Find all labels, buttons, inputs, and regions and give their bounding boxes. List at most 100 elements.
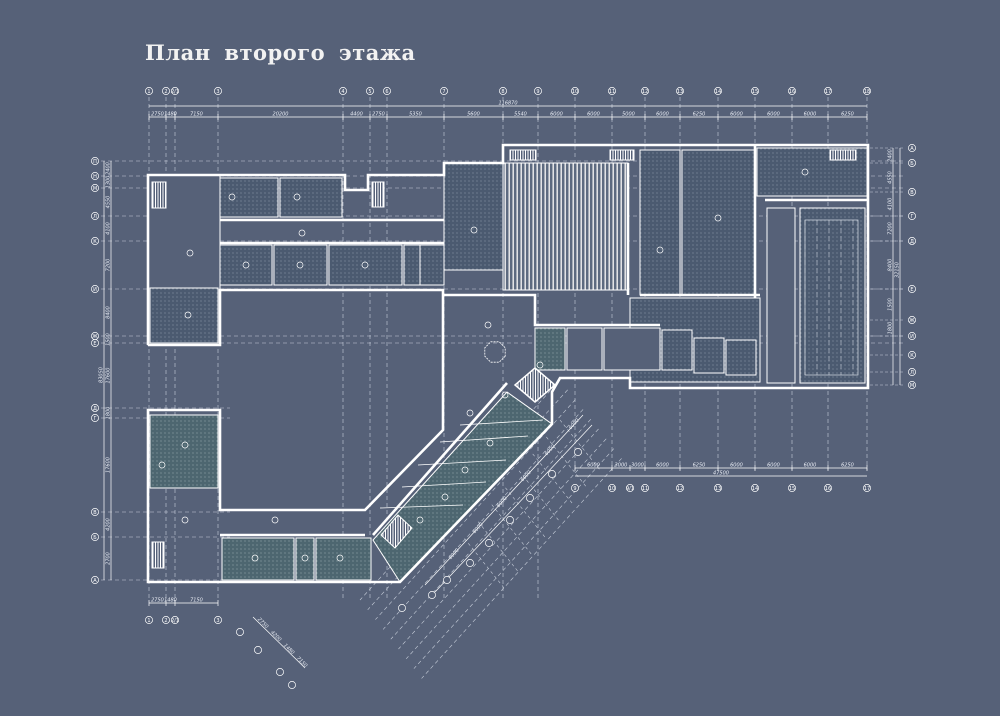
- room-number-marker: [441, 493, 449, 501]
- room: [273, 244, 328, 286]
- axis-label: 10: [609, 486, 615, 492]
- axis-label: И: [910, 334, 914, 340]
- left-dimension-label: 7200: [106, 259, 112, 272]
- room-number-marker: [271, 516, 279, 524]
- room-number-marker: [501, 391, 509, 399]
- room: [829, 149, 857, 161]
- right-total-label: 32150: [895, 262, 901, 278]
- axis-label: 13: [715, 486, 721, 492]
- axis-bubble: [145, 87, 153, 95]
- axis-bubble: [908, 159, 916, 167]
- left-dimension-label: 4100: [106, 222, 112, 235]
- diagonal-inner-wall: [372, 382, 508, 536]
- bottom-right-dimension-label: 6250: [841, 463, 854, 469]
- left-dimension-label: 2400: [106, 162, 112, 175]
- axis-bubble: [171, 616, 179, 624]
- room: [725, 339, 757, 376]
- room-number-marker: [184, 311, 192, 319]
- room: [609, 149, 635, 161]
- axis-bubble: [91, 172, 99, 180]
- axis-bubble: [571, 87, 579, 95]
- axis-bubble: [824, 87, 832, 95]
- axis-label: 2: [164, 89, 167, 95]
- axis-label: В: [93, 510, 97, 516]
- bottom-right-dimension-label: 6000: [767, 463, 780, 469]
- room: [566, 327, 603, 371]
- axis-label: 1: [147, 618, 150, 624]
- bottom-left-dimension-label: 2750: [151, 598, 164, 604]
- axis-label: 12: [677, 486, 683, 492]
- axis-bubble: [91, 212, 99, 220]
- rooms: [147, 147, 868, 583]
- room: [661, 329, 693, 371]
- axis-bubble: [641, 87, 649, 95]
- room: [766, 207, 796, 384]
- room: [279, 177, 343, 218]
- diagonal-dimension-line: [424, 414, 584, 586]
- diagonal-dimension-line-2: [252, 616, 306, 669]
- room-divider: [459, 419, 544, 426]
- axis-bubble: [91, 285, 99, 293]
- room: [639, 149, 681, 296]
- axis-bubble: [641, 484, 649, 492]
- right-dimension-label: 8400: [888, 259, 894, 272]
- left-dimension-label: 17600: [106, 457, 112, 473]
- room: [799, 207, 866, 384]
- axis-bubble: [214, 87, 222, 95]
- axis-bubble: [398, 604, 406, 612]
- axis-label: 15: [789, 486, 795, 492]
- octagon-feature: [484, 341, 506, 363]
- grid-line: [491, 504, 533, 555]
- axis-bubble: [91, 576, 99, 584]
- axis-bubble: [548, 470, 556, 478]
- axis-label: Л: [910, 370, 914, 376]
- room-number-marker: [714, 214, 722, 222]
- top-dimension-label: 2750: [151, 112, 164, 118]
- left-dimension-label: 1800: [106, 407, 112, 420]
- axis-label: В: [910, 190, 914, 196]
- room: [693, 337, 725, 374]
- left-dimension-label: 4200: [106, 518, 112, 531]
- top-dimension-label: 5600: [467, 112, 480, 118]
- bottom-right-dimension-label: 6000: [804, 463, 817, 469]
- axis-bubble: [499, 87, 507, 95]
- grid-line: [518, 470, 560, 522]
- axis-bubble: [91, 404, 99, 412]
- room-number-marker: [486, 439, 494, 447]
- room-number-marker: [416, 516, 424, 524]
- right-dimension-label: 4550: [888, 171, 894, 184]
- grid-line: [546, 436, 587, 488]
- axis-label: 9: [536, 89, 539, 95]
- room: [419, 244, 445, 286]
- axis-bubble: [908, 285, 916, 293]
- diagonal-dimension-label: 6000: [472, 522, 485, 535]
- axis-label: Г: [910, 214, 913, 220]
- axis-bubble: [676, 484, 684, 492]
- diagonal-dimension-label: 4200: [269, 630, 282, 643]
- grid-line: [375, 399, 576, 620]
- axis-label: 17: [864, 486, 870, 492]
- top-dimension-label: 6000: [767, 112, 780, 118]
- axis-bubble: [863, 484, 871, 492]
- axis-label: Д: [910, 239, 914, 245]
- stair-diamond: [513, 367, 557, 403]
- axis-bubble: [863, 87, 871, 95]
- left-dimension-label: 1300: [106, 176, 112, 189]
- top-dimension-label: 2750: [372, 112, 385, 118]
- grid-line: [559, 419, 601, 471]
- axis-label: 2/1: [171, 89, 179, 95]
- room-number-marker: [301, 554, 309, 562]
- pool: [804, 219, 859, 376]
- top-dimension-label: 20200: [273, 112, 289, 118]
- room: [219, 244, 273, 286]
- top-dimension-label: 1480: [164, 112, 177, 118]
- top-dimension-total-label: 116870: [498, 101, 517, 107]
- axis-bubble: [506, 516, 514, 524]
- right-dimension-label: 1800: [888, 322, 894, 335]
- room-number-marker: [336, 554, 344, 562]
- bottom-right-dimension-label: 6250: [693, 463, 706, 469]
- room-number-marker: [186, 249, 194, 257]
- top-dimension-label: 7150: [190, 112, 203, 118]
- top-dimension-label: 6250: [693, 112, 706, 118]
- axis-label: Е: [910, 287, 913, 293]
